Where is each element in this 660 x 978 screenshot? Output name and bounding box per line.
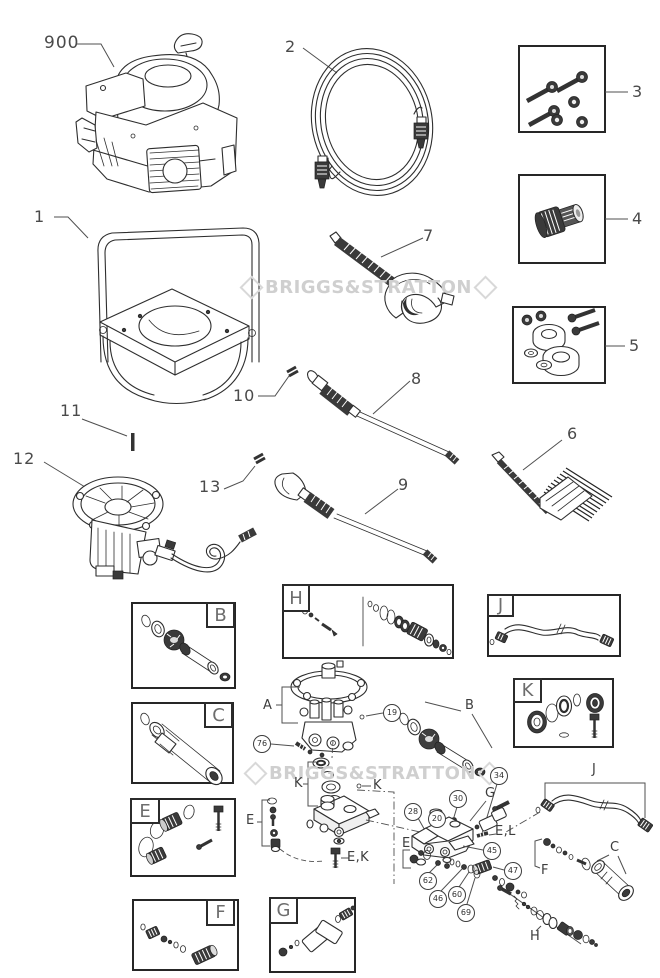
asm-label-e-left: E — [246, 813, 255, 828]
brush-illustration — [491, 439, 613, 522]
asm-label-g: G — [485, 786, 496, 801]
hardware-kit-illustration — [518, 45, 628, 133]
diamond-logo-icon — [243, 761, 268, 786]
part-label-screw-upper: 10 — [233, 386, 256, 405]
part-label-gun: 7 — [423, 226, 435, 245]
kit-tab-g-label: G — [276, 900, 291, 921]
kit-box-c — [131, 702, 234, 786]
part-label-brush: 6 — [567, 424, 579, 443]
kit-tab-b-label: B — [214, 604, 227, 626]
kit-tab-e: E — [130, 798, 160, 824]
diamond-logo-icon — [473, 275, 498, 300]
asm-label-el: E,L — [495, 824, 516, 839]
kit-tab-j: J — [487, 594, 514, 617]
kit-tab-e-label: E — [139, 800, 151, 822]
part-label-wheel-kit: 5 — [629, 336, 641, 355]
kit-box-k — [513, 678, 614, 748]
asm-label-k-right: K — [373, 778, 382, 793]
part-label-pump: 12 — [13, 449, 36, 468]
asm-label-e-head: E — [402, 836, 411, 851]
callout-60: 60 — [448, 886, 466, 904]
kit-tab-c: C — [204, 702, 233, 728]
kit-box-g — [269, 897, 356, 973]
watermark-text: BRIGGS&STRATTON — [265, 277, 472, 298]
frame-illustration — [54, 216, 260, 405]
callout-69: 69 — [457, 904, 475, 922]
kit-tab-j-label: J — [497, 595, 504, 616]
kit-box-e — [130, 798, 236, 877]
adapter-illustration — [518, 174, 628, 264]
part-label-engine: 900 — [44, 33, 80, 53]
callout-46: 46 — [429, 890, 447, 908]
pump-exploded-assembly — [257, 660, 653, 947]
kit-tab-k: K — [513, 678, 542, 703]
part-label-adapter: 4 — [632, 209, 644, 228]
asm-label-b: B — [465, 698, 475, 713]
callout-28: 28 — [404, 803, 422, 821]
kit-tab-g: G — [269, 897, 298, 924]
wheel-kit-illustration — [512, 306, 625, 384]
kit-tab-h-label: H — [289, 587, 303, 609]
callout-20: 20 — [428, 810, 446, 828]
kit-tab-k-label: K — [521, 680, 534, 701]
callout-76: 76 — [253, 735, 271, 753]
engine-illustration — [75, 33, 238, 194]
wand-illustration — [258, 365, 460, 465]
kit-tab-f: F — [206, 899, 235, 926]
kit-tab-f-label: F — [215, 902, 226, 923]
asm-label-f: F — [541, 863, 549, 878]
part-label-hardware-kit: 3 — [632, 82, 644, 101]
briggs-watermark-lower: BRIGGS&STRATTON — [243, 761, 502, 786]
callout-62: 62 — [419, 872, 437, 890]
callout-45: 45 — [483, 842, 501, 860]
pin-illustration — [81, 418, 135, 451]
part-label-pin: 11 — [60, 401, 83, 420]
kit-box-j — [487, 594, 621, 657]
callout-34: 34 — [490, 767, 508, 785]
asm-label-k-left: K — [294, 776, 303, 791]
asm-label-j: J — [592, 762, 597, 777]
callout-30: 30 — [449, 790, 467, 808]
kit-tab-c-label: C — [212, 704, 225, 726]
gun-illustration — [329, 231, 455, 324]
briggs-watermark-upper: BRIGGS&STRATTON — [239, 275, 498, 300]
kit-tab-b: B — [206, 602, 235, 628]
part-label-turbo-wand: 9 — [398, 475, 410, 494]
asm-label-a: A — [263, 698, 273, 713]
part-label-screw-lower: 13 — [199, 477, 222, 496]
part-label-frame: 1 — [34, 207, 46, 226]
part-label-hose: 2 — [285, 37, 297, 56]
pressure-hose-illustration — [302, 47, 434, 197]
turbo-wand-illustration — [223, 452, 438, 564]
callout-47: 47 — [504, 862, 522, 880]
callout-19: 19 — [383, 704, 401, 722]
pump-illustration — [43, 461, 257, 580]
kit-box-b — [131, 602, 236, 689]
asm-label-ek: E,K — [347, 850, 370, 865]
watermark-text: BRIGGS&STRATTON — [269, 763, 476, 784]
diamond-logo-icon — [239, 275, 264, 300]
asm-label-h: H — [530, 929, 541, 944]
asm-label-c: C — [610, 840, 620, 855]
kit-tab-h: H — [282, 584, 310, 612]
kit-box-f — [132, 899, 239, 971]
part-label-wand: 8 — [411, 369, 423, 388]
